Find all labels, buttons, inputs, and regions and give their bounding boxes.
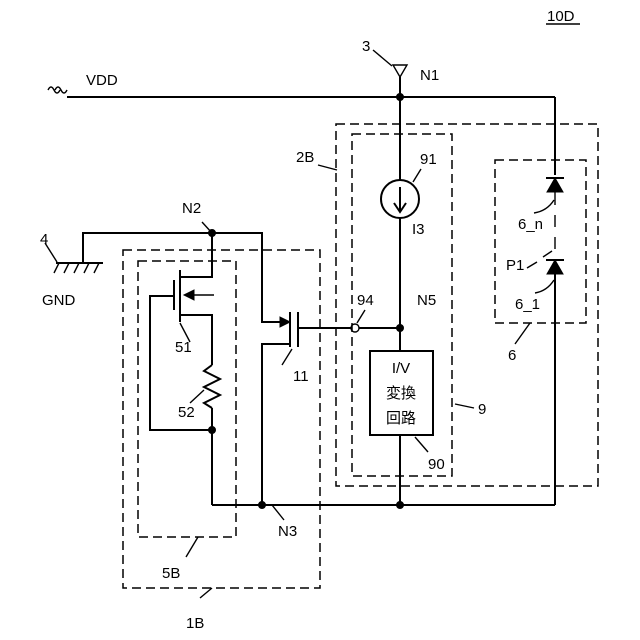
gnd-ref-label: 4	[40, 231, 48, 248]
transistor-51-label: 51	[175, 339, 192, 356]
resistor-52	[190, 365, 220, 505]
junction-n1	[397, 94, 404, 101]
transistor-51	[150, 233, 214, 430]
resistor-52-label: 52	[178, 404, 195, 421]
current-source-91-label: 91	[420, 151, 437, 168]
junction-n5	[397, 325, 404, 332]
diode-61-label: 6_1	[515, 296, 540, 313]
block-6-label: 6	[508, 347, 516, 364]
block-9-label: 9	[478, 401, 486, 418]
block-5B-label: 5B	[162, 565, 180, 582]
ground-icon	[45, 243, 103, 273]
vdd-label: VDD	[86, 72, 118, 89]
block-5B-outline	[138, 261, 236, 537]
block-6-outline	[495, 160, 586, 323]
iv-text-line3: 回路	[386, 409, 416, 427]
gnd-label: GND	[42, 292, 76, 309]
junction-n3	[259, 502, 266, 509]
node-p1-label: P1	[506, 257, 524, 274]
junction-n2	[209, 230, 216, 237]
node-n5-label: N5	[417, 292, 436, 309]
junction-r52	[209, 427, 216, 434]
node-n1-label: N1	[420, 67, 439, 84]
current-i3-label: I3	[412, 221, 425, 238]
pad-terminal-icon	[373, 50, 407, 97]
node-n3-label: N3	[278, 523, 297, 540]
transistor-11	[262, 312, 351, 505]
diode-6n-label: 6_n	[518, 216, 543, 233]
iv-converter-90-label: 90	[428, 456, 445, 473]
node-n2-label: N2	[182, 200, 201, 217]
transistor-11-label: 11	[293, 368, 309, 385]
figure-label: 10D	[547, 8, 575, 25]
node-94-label: 94	[357, 292, 374, 309]
junction-bottom	[397, 502, 404, 509]
block-2B-label: 2B	[296, 149, 314, 166]
pad-3-label: 3	[362, 38, 370, 55]
iv-text-line1: I/V	[392, 360, 410, 377]
iv-text-line2: 変換	[386, 384, 416, 402]
block-1B-label: 1B	[186, 615, 204, 632]
